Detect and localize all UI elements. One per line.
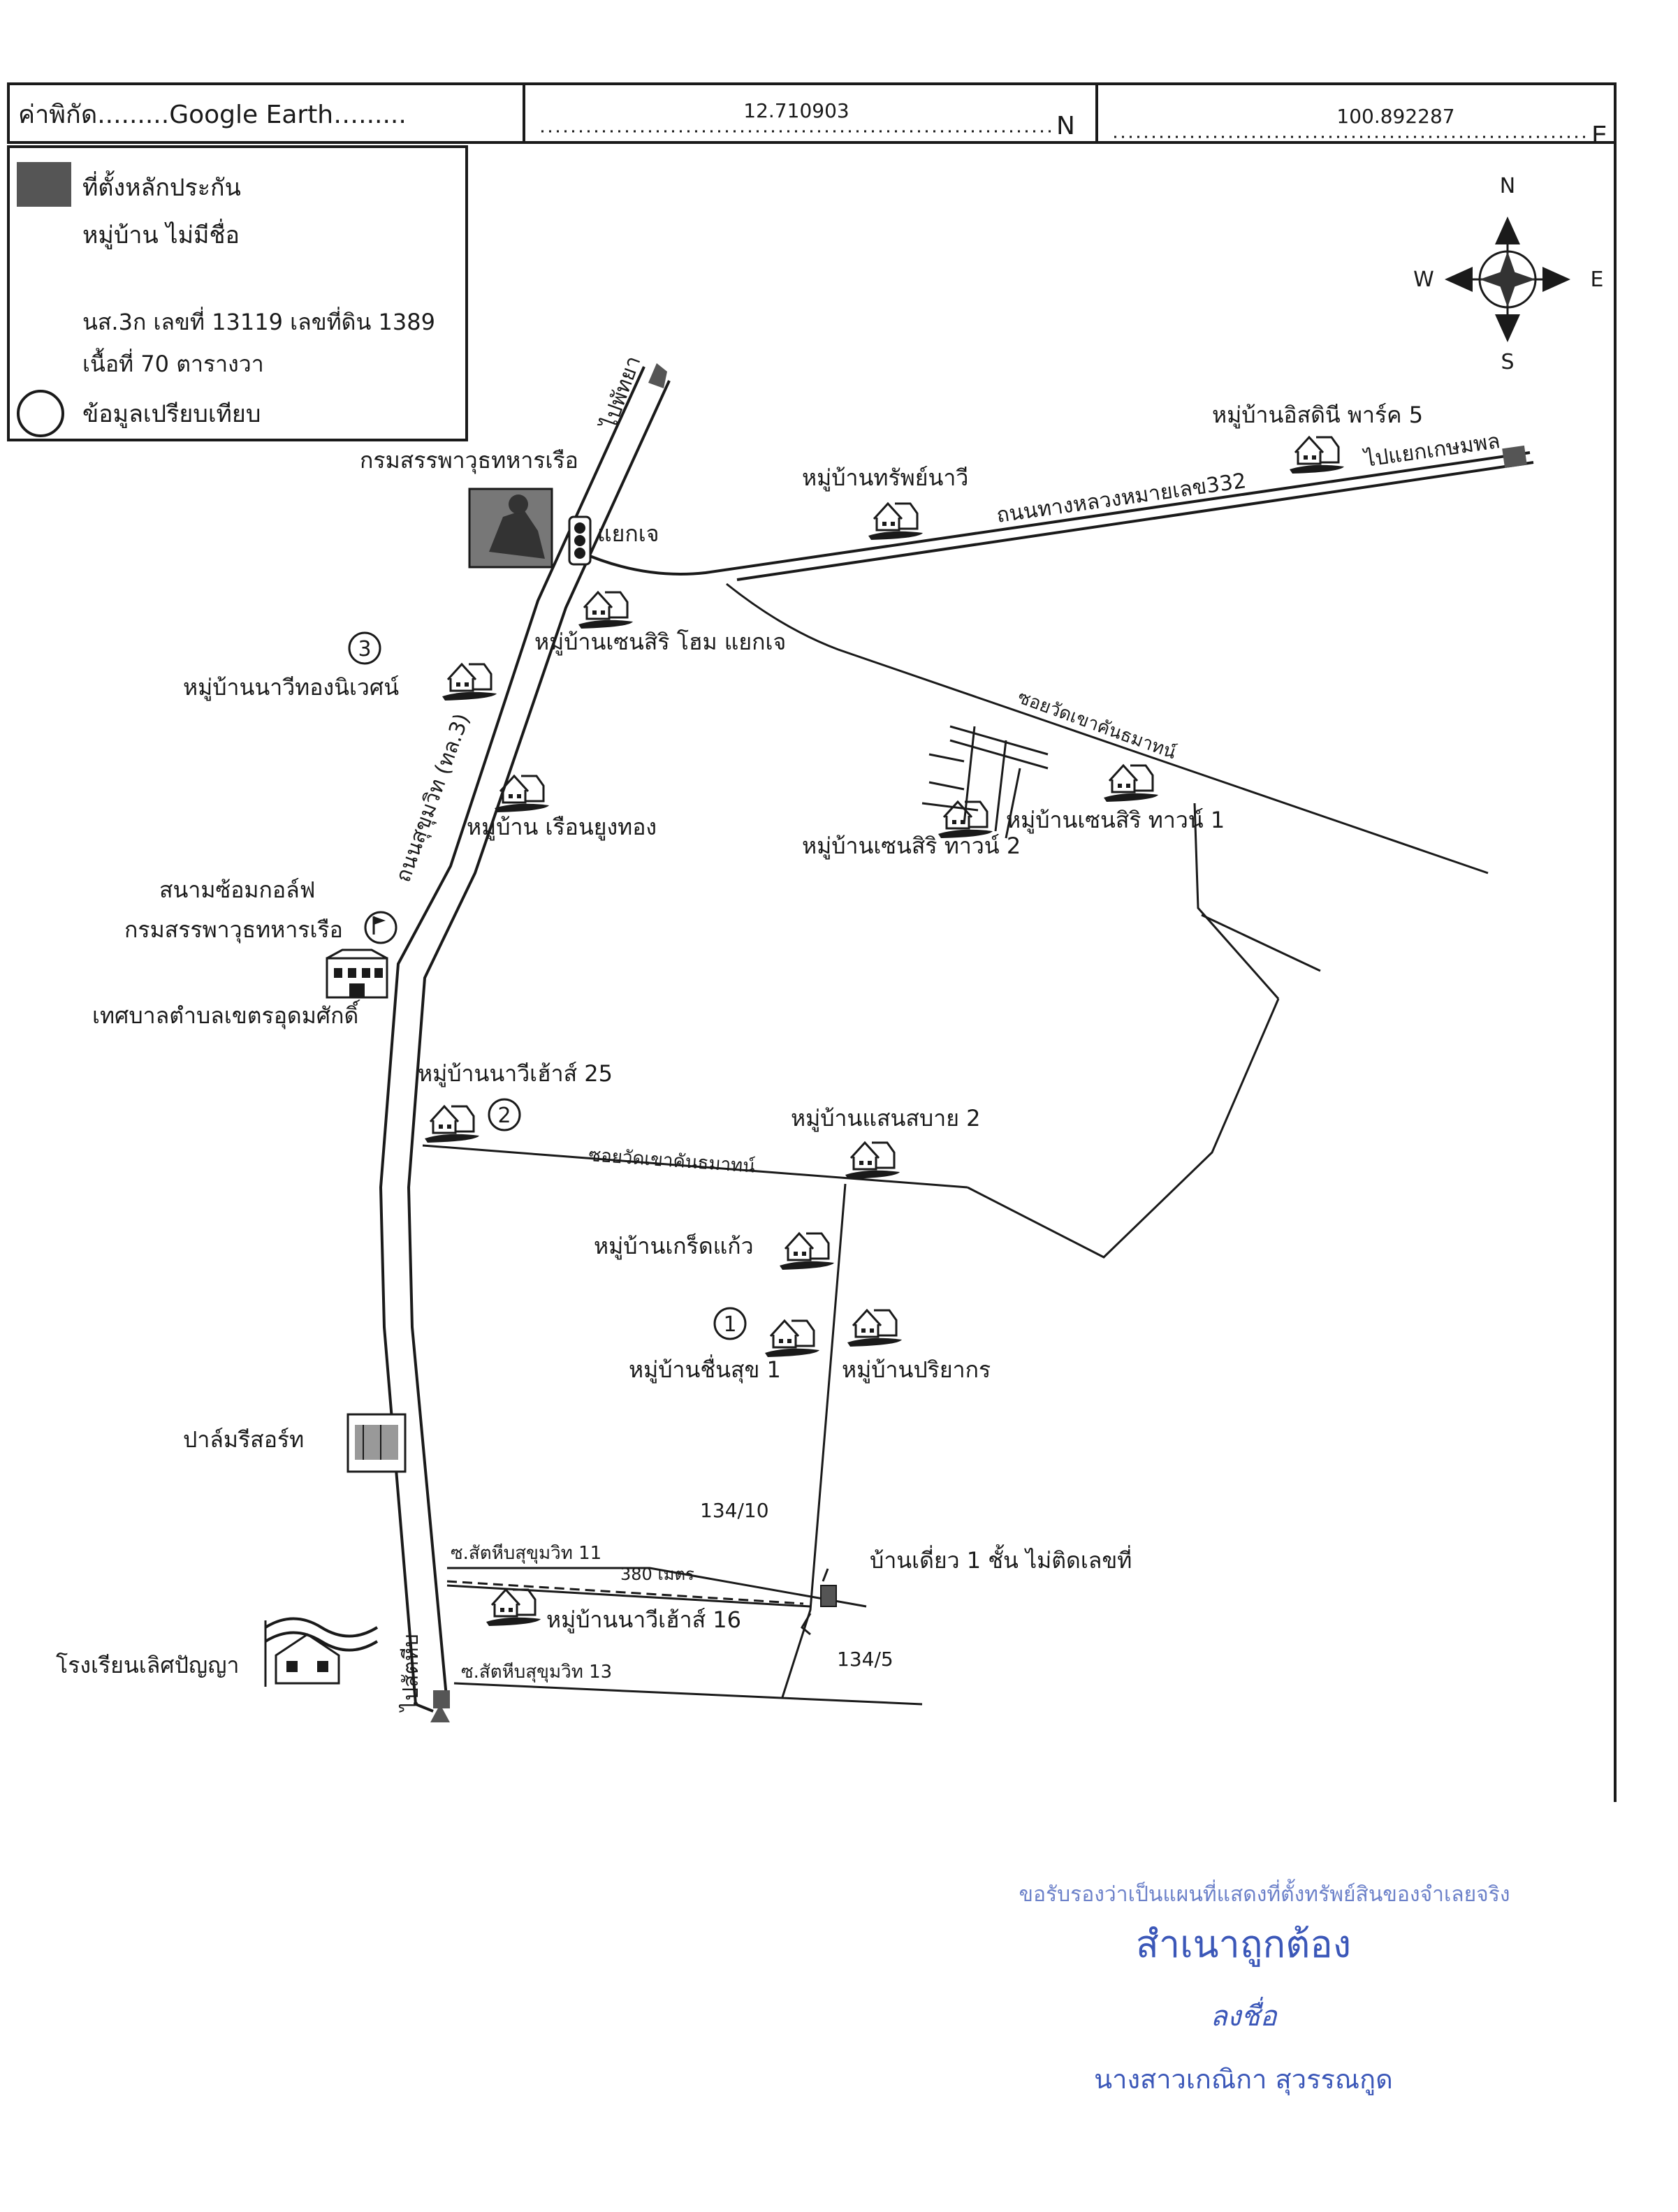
- label-house-134-5: 134/5: [837, 1648, 893, 1671]
- label-golf-1: สนามซ้อมกอล์ฟ: [159, 877, 315, 903]
- legend-deed: นส.3ก เลขที่ 13119 เลขที่ดิน 1389: [82, 307, 435, 335]
- label-sensiri-town2: หมู่บ้านเซนสิริ ทาวน์ 2: [802, 833, 1021, 860]
- cert-line2: สำเนาถูกต้อง: [1136, 1922, 1351, 1967]
- label-soi-13: ซ.สัตหีบสุขุมวิท 13: [461, 1662, 612, 1683]
- label-sap-navy: หมู่บ้านทรัพย์นาวี: [802, 464, 968, 492]
- label-distance: 380 เมตร: [620, 1565, 694, 1584]
- label-jae-junction: แยกเจ: [597, 520, 659, 547]
- navy-ordnance-photo: [468, 488, 553, 569]
- label-palm-resort: ปาล์มรีสอร์ท: [183, 1426, 304, 1453]
- label-saen-sabai2: หมู่บ้านแสนสบาย 2: [791, 1105, 980, 1132]
- house-icon: [493, 775, 550, 814]
- label-soi-11: ซ.สัตหีบสุขุมวิท 11: [451, 1543, 601, 1564]
- longitude-value: 100.892287: [1336, 105, 1454, 128]
- svg-text:1: 1: [723, 1312, 736, 1337]
- compass-s: S: [1501, 350, 1514, 374]
- comparable-2: 2: [488, 1098, 521, 1131]
- compass-e: E: [1591, 268, 1604, 292]
- highway-332: [579, 445, 1534, 581]
- palm-resort-photo: [346, 1413, 407, 1473]
- label-sensiri-town1: หมู่บ้านเซนสิริ ทาวน์ 1: [1006, 807, 1225, 834]
- compass-w: W: [1413, 268, 1434, 292]
- certification-stamp: ขอรับรองว่าเป็นแผนที่แสดงที่ตั้งทรัพย์สิ…: [1019, 1879, 1510, 2095]
- soi-11-road: [446, 1567, 867, 1608]
- cert-name: นางสาวเกณิกา สุวรรณกูด: [1094, 2064, 1393, 2095]
- house-icon: [778, 1232, 836, 1271]
- label-navy-welfare: กรมสรรพาวุธทหารเรือ: [360, 447, 578, 474]
- house-icon: [423, 1105, 481, 1144]
- soi-khaokan-upper: [726, 583, 1489, 1259]
- house-icon: [846, 1309, 903, 1348]
- cert-line1: ขอรับรองว่าเป็นแผนที่แสดงที่ตั้งทรัพย์สิ…: [1019, 1879, 1510, 1907]
- school-icon: [264, 1617, 379, 1687]
- legend-village: หมู่บ้าน ไม่มีชื่อ: [82, 219, 240, 249]
- svg-text:3: 3: [358, 637, 371, 661]
- compass-rose-icon: N S W E: [1413, 174, 1603, 374]
- house-icon: [441, 663, 498, 702]
- label-municipality: เทศบาลตำบลเขตรอุดมศักดิ์: [92, 999, 360, 1030]
- house-icon: [1288, 436, 1345, 475]
- comparable-3: 3: [348, 631, 381, 665]
- subject-property-marker: [801, 1568, 837, 1636]
- house-icon: [844, 1141, 901, 1180]
- house-icon: [764, 1319, 821, 1358]
- legend-comparable: ข้อมูลเปรียบเทียบ: [82, 400, 261, 428]
- house-icon: [1102, 764, 1160, 803]
- soi-khaokan-lower: [422, 1144, 968, 1698]
- collateral-marker-swatch: [17, 162, 71, 207]
- house-icon: [577, 591, 634, 630]
- label-soi-khaokan-lower: ซอยวัดเขาคันธมาทน์: [588, 1145, 757, 1178]
- soi-13-road: [453, 1682, 923, 1706]
- svg-text:2: 2: [497, 1104, 511, 1128]
- compass-n: N: [1500, 174, 1515, 198]
- longitude-suffix: E: [1591, 122, 1607, 150]
- label-chuen-suk1: หมู่บ้านชื่นสุข 1: [629, 1354, 781, 1384]
- sensiri-internal-roads: [921, 725, 1049, 839]
- label-school: โรงเรียนเลิศปัญญา: [56, 1652, 239, 1678]
- sukhumvit-road: [379, 363, 671, 1722]
- traffic-light-icon: [568, 515, 592, 566]
- latitude-value: 12.710903: [743, 99, 849, 122]
- label-priyakorn: หมู่บ้านปริยากร: [842, 1356, 991, 1384]
- label-subject-house: บ้านเดี่ยว 1 ชั้น ไม่ติดเลขที่: [870, 1544, 1132, 1574]
- header-bar: ค่าพิกัด.........Google Earth…...... 12.…: [7, 82, 1617, 150]
- label-sukhumvit: ถนนสุขุมวิท (ทล.3): [391, 710, 476, 886]
- label-navy-house25: หมู่บ้านนาวีเฮ้าส์ 25: [418, 1060, 613, 1087]
- label-navy-thong: หมู่บ้านนาวีทองนิเวศน์: [183, 674, 399, 701]
- arrow-down-icon: [430, 1704, 450, 1722]
- label-ruen-yung: หมู่บ้าน เรือนยูงทอง: [467, 814, 657, 841]
- legend-collateral: ที่ตั้งหลักประกัน: [82, 170, 241, 202]
- municipality-building-icon: [326, 948, 388, 999]
- comparable-1: 1: [713, 1307, 747, 1340]
- cert-signature: ลงชื่อ: [1210, 1996, 1278, 2032]
- latitude-suffix: N: [1056, 112, 1075, 140]
- legend-area: เนื้อที่ 70 ตารางวา: [82, 348, 264, 377]
- label-to-sattahip: ไปสัตหีบ: [398, 1634, 423, 1713]
- legend-box: ที่ตั้งหลักประกัน หมู่บ้าน ไม่มีชื่อ นส.…: [7, 145, 468, 441]
- coordinate-source: ค่าพิกัด.........Google Earth…......: [18, 101, 407, 129]
- label-golf-2: กรมสรรพาวุธทหารเรือ: [124, 916, 343, 944]
- label-house-134-10: 134/10: [700, 1499, 769, 1522]
- comparable-circle-icon: [17, 390, 64, 437]
- house-icon: [485, 1588, 542, 1627]
- label-navy-house16: หมู่บ้านนาวีเฮ้าส์ 16: [546, 1606, 741, 1634]
- label-isdinee-park: หมู่บ้านอิสดินี พาร์ค 5: [1212, 402, 1423, 429]
- golf-icon: [364, 911, 397, 944]
- label-to-pattaya: ไปพัทยา: [596, 353, 645, 434]
- house-icon: [867, 502, 924, 541]
- label-kred-kaew: หมู่บ้านเกร็ดแก้ว: [594, 1233, 754, 1260]
- label-sensiri-home: หมู่บ้านเซนสิริ โฮม แยกเจ: [534, 629, 786, 656]
